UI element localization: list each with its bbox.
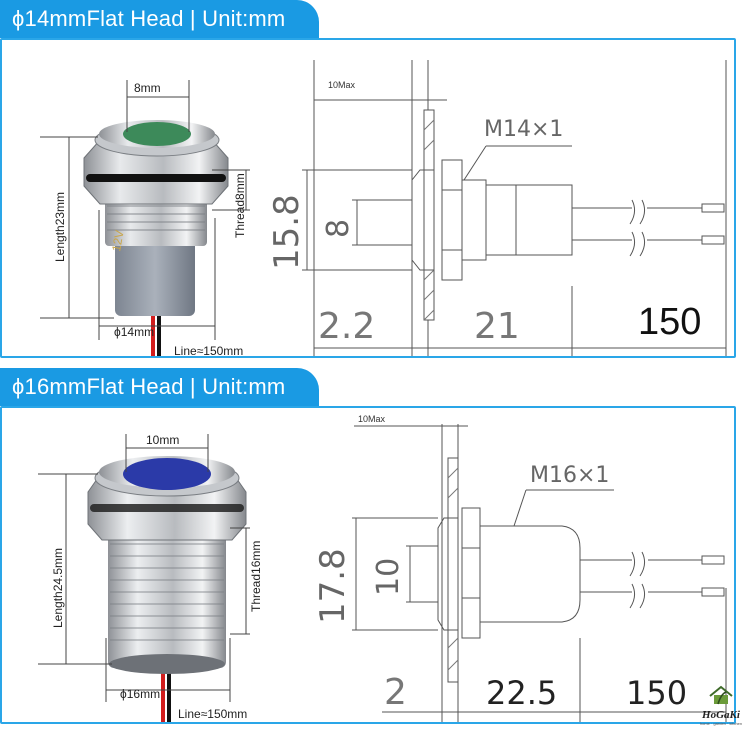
section1-title-tab: ϕ14mmFlat Head | Unit:mm	[0, 0, 320, 38]
section2-title: ϕ16mmFlat Head | Unit:mm	[12, 374, 286, 399]
section1-diameter-label: ϕ14mm	[114, 325, 154, 339]
voltage-label: 12V	[109, 229, 126, 252]
section1-dim-a: 2.2	[318, 306, 375, 347]
section1-dim-c: 150	[638, 301, 701, 343]
section1-dim-b: 21	[474, 306, 520, 347]
section1-figure: 12V 8mm Length23mm Thread8mm ϕ14mm Line≈…	[40, 60, 727, 358]
section1-thread-spec: M14×1	[484, 117, 563, 142]
section1-length-label: Length23mm	[53, 192, 67, 262]
section1-inner-dim: 8	[321, 219, 356, 238]
section2-diameter-label: ϕ16mm	[120, 687, 160, 701]
section2-thread-spec: M16×1	[530, 463, 609, 488]
section1-drawing	[302, 60, 727, 356]
section2-photo-dimensions	[38, 434, 250, 702]
section1-panel: 12V 8mm Length23mm Thread8mm ϕ14mm Line≈…	[0, 38, 736, 358]
section2-max-label: 10Max	[358, 414, 386, 424]
section1-thread-label: Thread8mm	[233, 173, 247, 238]
brand-tagline: home · garden · kitchen	[699, 721, 743, 726]
section2-line-label: Line≈150mm	[178, 707, 247, 721]
section2-lens	[123, 458, 211, 490]
section2-height-dim: 17.8	[313, 548, 353, 624]
section1-max-label: 10Max	[328, 80, 356, 90]
section2-length-label: Length24.5mm	[51, 548, 65, 628]
section2-product-photo	[87, 456, 247, 722]
section1-lens	[123, 122, 191, 146]
section2-panel: 10mm Length24.5mm Thread16mm ϕ16mm Line≈…	[0, 406, 736, 724]
section2-top-dim: 10mm	[146, 433, 179, 447]
section2-dim-a: 2	[384, 672, 407, 713]
section1-product-photo: 12V	[83, 120, 229, 356]
section2-thread-label: Thread16mm	[249, 541, 263, 612]
section1-top-dim: 8mm	[134, 81, 161, 95]
section1-line-label: Line≈150mm	[174, 344, 243, 356]
section2-figure: 10mm Length24.5mm Thread16mm ϕ16mm Line≈…	[38, 414, 727, 722]
brand-logo: HoGaKi home · garden · kitchen	[696, 684, 746, 726]
section1-title: ϕ14mmFlat Head | Unit:mm	[12, 6, 286, 31]
section2-title-tab: ϕ16mmFlat Head | Unit:mm	[0, 368, 320, 406]
section1-photo-dimensions	[40, 80, 250, 340]
section1-height-dim: 15.8	[267, 194, 307, 270]
section2-dim-c: 150	[626, 674, 687, 712]
brand-name: HoGaKi	[702, 709, 740, 721]
house-leaf-icon	[709, 685, 733, 705]
section2-inner-dim: 10	[371, 558, 406, 596]
section2-drawing	[352, 424, 727, 722]
section2-dim-b: 22.5	[486, 674, 557, 712]
